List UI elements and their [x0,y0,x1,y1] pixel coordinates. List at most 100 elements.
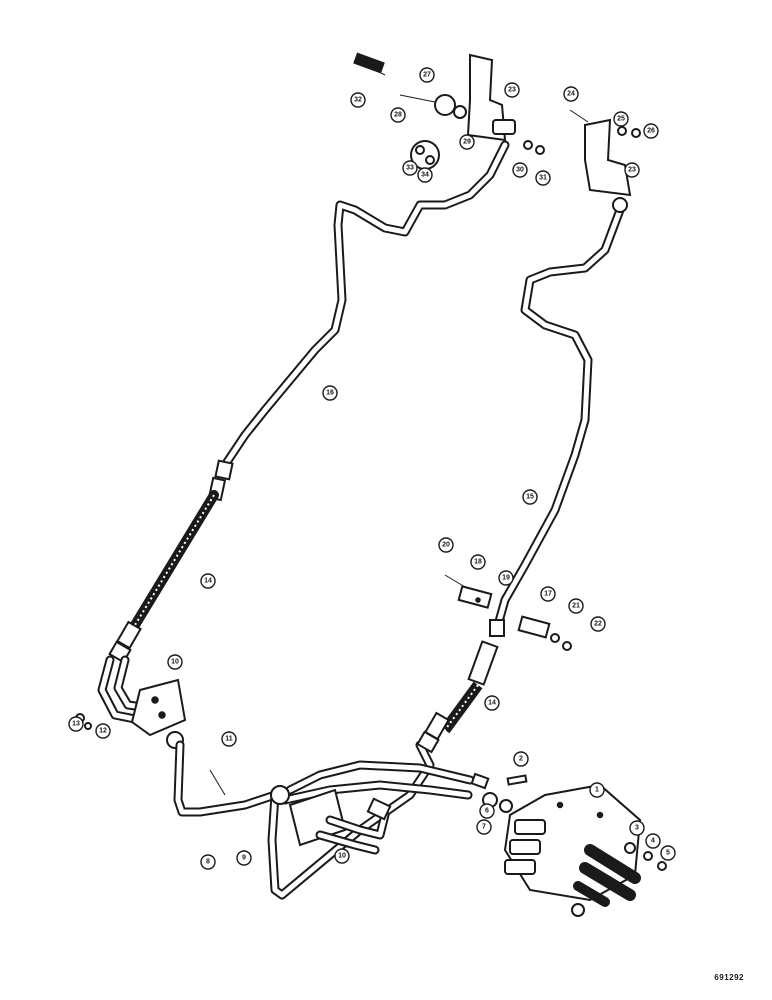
clamp-parts [75,574,572,796]
callout-layer: 3227232829333430312425262316151420181917… [68,67,676,870]
callout-19: 19 [498,570,514,586]
callout-27: 27 [419,67,435,83]
callout-circle [568,598,584,614]
upper-bracket-right [569,109,641,213]
callout-circle [221,731,237,747]
callout-8: 8 [200,854,216,870]
callout-label: 14 [204,578,212,585]
callout-circle [200,854,216,870]
callout-16: 16 [322,385,338,401]
callout-label: 14 [488,700,496,707]
callout-label: 10 [338,853,346,860]
callout-circle [629,820,645,836]
callout-circle [479,803,495,819]
callout-label: 4 [651,838,655,845]
callout-label: 5 [666,850,670,857]
callout-circle [476,819,492,835]
callout-32: 32 [350,92,366,108]
callout-label: 26 [647,128,655,135]
callout-circle [484,695,500,711]
callout-1: 1 [589,782,605,798]
callout-circle [660,845,676,861]
callout-circle [167,654,183,670]
callout-circle [624,162,640,178]
callout-22: 22 [590,616,606,632]
callout-31: 31 [535,170,551,186]
drawing-reference-number: 691292 [714,973,744,982]
callout-circle [645,833,661,849]
callout-6: 6 [479,803,495,819]
callout-28: 28 [390,107,406,123]
callout-label: 22 [594,621,602,628]
callout-label: 18 [474,559,482,566]
callout-10: 10 [334,848,350,864]
tube-15 [493,205,625,630]
callout-label: 13 [72,721,80,728]
callout-circle [522,489,538,505]
callout-circle [643,123,659,139]
callout-5: 5 [660,845,676,861]
callout-14: 14 [484,695,500,711]
callout-23: 23 [504,82,520,98]
callout-label: 21 [572,603,580,610]
callout-label: 16 [326,390,334,397]
callout-3: 3 [629,820,645,836]
callout-15: 15 [522,489,538,505]
control-valve [470,772,667,917]
callout-circle [459,134,475,150]
callout-13: 13 [68,716,84,732]
callout-circle [513,751,529,767]
callout-label: 10 [171,659,179,666]
callout-circle [438,537,454,553]
callout-circle [504,82,520,98]
callout-label: 24 [567,91,575,98]
callout-circle [402,160,418,176]
callout-10: 10 [167,654,183,670]
callout-label: 9 [242,855,246,862]
callout-circle [535,170,551,186]
callout-label: 29 [463,139,471,146]
callout-label: 15 [526,494,534,501]
callout-label: 1 [595,787,599,794]
callout-label: 31 [539,175,547,182]
callout-label: 7 [482,824,486,831]
callout-circle [68,716,84,732]
callout-circle [200,573,216,589]
tube-9 [267,740,475,900]
callout-circle [350,92,366,108]
callout-33: 33 [402,160,418,176]
callout-circle [322,385,338,401]
callout-label: 8 [206,859,210,866]
callout-label: 28 [394,112,402,119]
callout-11: 11 [221,731,237,747]
callout-label: 34 [421,172,429,179]
callout-24: 24 [563,86,579,102]
callout-label: 27 [423,72,431,79]
block-10-lower [288,788,392,855]
callout-circle [417,167,433,183]
callout-14: 14 [200,573,216,589]
callout-7: 7 [476,819,492,835]
callout-label: 6 [485,808,489,815]
callout-17: 17 [540,586,556,602]
callout-18: 18 [470,554,486,570]
callout-circle [390,107,406,123]
callout-9: 9 [236,850,252,866]
callout-label: 25 [617,116,625,123]
callout-label: 19 [502,575,510,582]
callout-30: 30 [512,162,528,178]
callout-label: 20 [442,542,450,549]
callout-25: 25 [613,111,629,127]
callout-circle [498,570,514,586]
callout-label: 23 [508,87,516,94]
callout-circle [419,67,435,83]
callout-12: 12 [95,723,111,739]
callout-20: 20 [438,537,454,553]
callout-circle [236,850,252,866]
callout-label: 2 [519,756,523,763]
callout-circle [512,162,528,178]
callout-label: 11 [225,736,233,743]
upper-bracket-left [353,52,545,170]
callout-circle [540,586,556,602]
callout-label: 3 [635,825,639,832]
